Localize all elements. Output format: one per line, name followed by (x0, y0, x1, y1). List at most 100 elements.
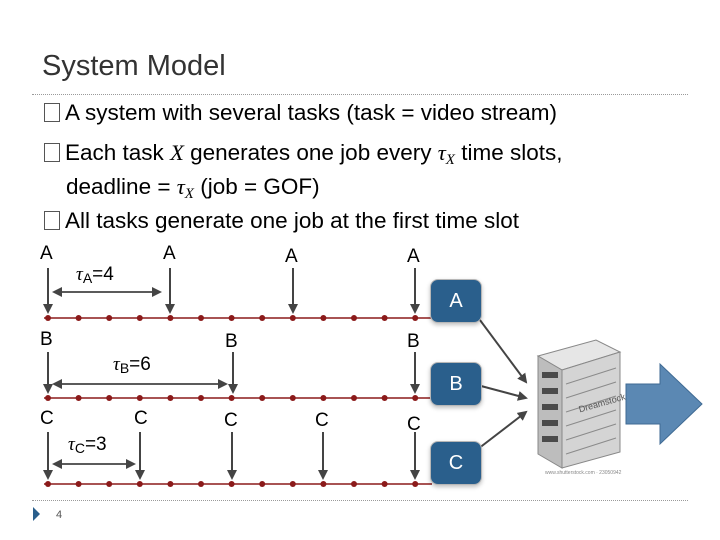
queue-box-c: C (430, 441, 482, 485)
time-slot-dot (136, 481, 143, 487)
time-slot-dot (289, 315, 296, 321)
time-slot-dot (228, 315, 235, 321)
time-slot-dot (45, 395, 51, 401)
time-slot-dot (75, 315, 82, 321)
time-slot-dot (351, 315, 357, 321)
job-c-label-5: C (407, 414, 421, 435)
time-slot-dot (106, 481, 113, 487)
time-slot-dot (289, 481, 296, 487)
bullet-2-mid: generates one job every (183, 140, 438, 165)
bullet-2: Each task X generates one job every τX t… (44, 140, 563, 169)
bullet-box-icon (44, 211, 60, 230)
tau-c-value: =3 (84, 434, 107, 455)
queue-box-a: A (430, 279, 482, 323)
time-slot-dot (75, 395, 82, 401)
time-slot-dot (381, 395, 388, 401)
time-slot-dot (289, 395, 296, 401)
time-slot-dot (167, 481, 174, 487)
job-c-label-2: C (134, 408, 148, 429)
tau-b-label: τB=6 (113, 354, 151, 376)
bullet-2-tau: τ (437, 140, 446, 165)
bullet-1-text: A system with several tasks (task = vide… (65, 100, 558, 125)
bullet-3: All tasks generate one job at the first … (44, 208, 519, 234)
bullet-2-cont-post: (job = GOF) (193, 174, 320, 199)
time-slot-dot (259, 481, 266, 487)
time-slot-dot (259, 315, 266, 321)
time-slot-dot (351, 481, 357, 487)
time-slot-dot (320, 315, 327, 321)
time-slot-dot (106, 395, 113, 401)
tau-b-value: =6 (129, 354, 151, 375)
time-slot-dot (412, 395, 419, 401)
timeline-a-slots (45, 315, 419, 321)
time-slot-dot (259, 395, 266, 401)
time-slot-dot (381, 481, 388, 487)
footer-divider (32, 500, 688, 501)
bullet-2-post: time slots, (454, 140, 563, 165)
slide-number-marker-icon (33, 507, 40, 521)
bullet-2-cont-tau-sub: X (184, 186, 194, 202)
tau-b-symbol: τ (113, 354, 120, 375)
tau-a-subscript: A (82, 270, 93, 286)
bullet-1: A system with several tasks (task = vide… (44, 100, 557, 126)
time-slot-dot (351, 395, 357, 401)
job-a-label-3: A (285, 246, 298, 267)
tau-c-symbol: τ (68, 434, 75, 455)
server-icon (536, 339, 622, 469)
time-slot-dot (412, 481, 419, 487)
bullet-2-cont-tau: τ (176, 174, 185, 199)
time-slot-dot (228, 395, 235, 401)
bullet-box-icon (44, 103, 60, 122)
arrow-a-to-server (473, 311, 528, 384)
tau-c-subscript: C (74, 440, 85, 456)
time-slot-dot (381, 315, 388, 321)
time-slot-dot (198, 481, 204, 487)
timeline-b-slots (45, 395, 419, 401)
server-watermark-text: www.shutterstock.com · 23050942 (545, 470, 622, 476)
time-slot-dot (106, 315, 113, 321)
time-slot-dot (136, 395, 143, 401)
bullet-2-cont-pre: deadline = (66, 174, 177, 199)
tau-c-label: τC=3 (68, 434, 107, 456)
job-b-label-2: B (225, 331, 238, 352)
job-a-label-2: A (163, 243, 176, 264)
timeline-a-label: A (40, 243, 53, 264)
queue-box-b: B (430, 362, 482, 406)
time-slot-dot (320, 481, 327, 487)
tau-a-value: =4 (92, 264, 114, 285)
timeline-c-slots (45, 481, 419, 487)
bullet-2-task-symbol: X (170, 140, 184, 165)
job-c-label-3: C (224, 410, 238, 431)
output-arrow-icon (625, 362, 703, 446)
bullet-2-pre: Each task (65, 140, 171, 165)
arrow-c-to-server (473, 410, 528, 453)
slide-number: 4 (56, 509, 63, 521)
bullet-2-tau-sub: X (445, 152, 455, 168)
time-slot-dot (228, 481, 235, 487)
time-slot-dot (167, 395, 174, 401)
time-slot-dot (45, 315, 51, 321)
time-slot-dot (198, 315, 204, 321)
job-c-label-4: C (315, 410, 329, 431)
timeline-c-label: C (40, 408, 54, 429)
tau-a-label: τA=4 (76, 264, 114, 286)
slide-title: System Model (42, 50, 226, 82)
time-slot-dot (167, 315, 174, 321)
timeline-b-label: B (40, 329, 53, 350)
tau-b-subscript: B (119, 360, 130, 376)
time-slot-dot (412, 315, 419, 321)
job-a-label-4: A (407, 246, 420, 267)
arrow-b-to-server (480, 385, 528, 401)
tau-a-symbol: τ (76, 264, 83, 285)
bullet-box-icon (44, 143, 60, 162)
job-b-label-3: B (407, 331, 420, 352)
time-slot-dot (136, 315, 143, 321)
bullet-3-text: All tasks generate one job at the first … (65, 208, 519, 233)
bullet-2-continuation: deadline = τX (job = GOF) (66, 174, 320, 203)
time-slot-dot (75, 481, 82, 487)
title-divider (32, 94, 688, 95)
time-slot-dot (45, 481, 51, 487)
time-slot-dot (198, 395, 204, 401)
time-slot-dot (320, 395, 327, 401)
